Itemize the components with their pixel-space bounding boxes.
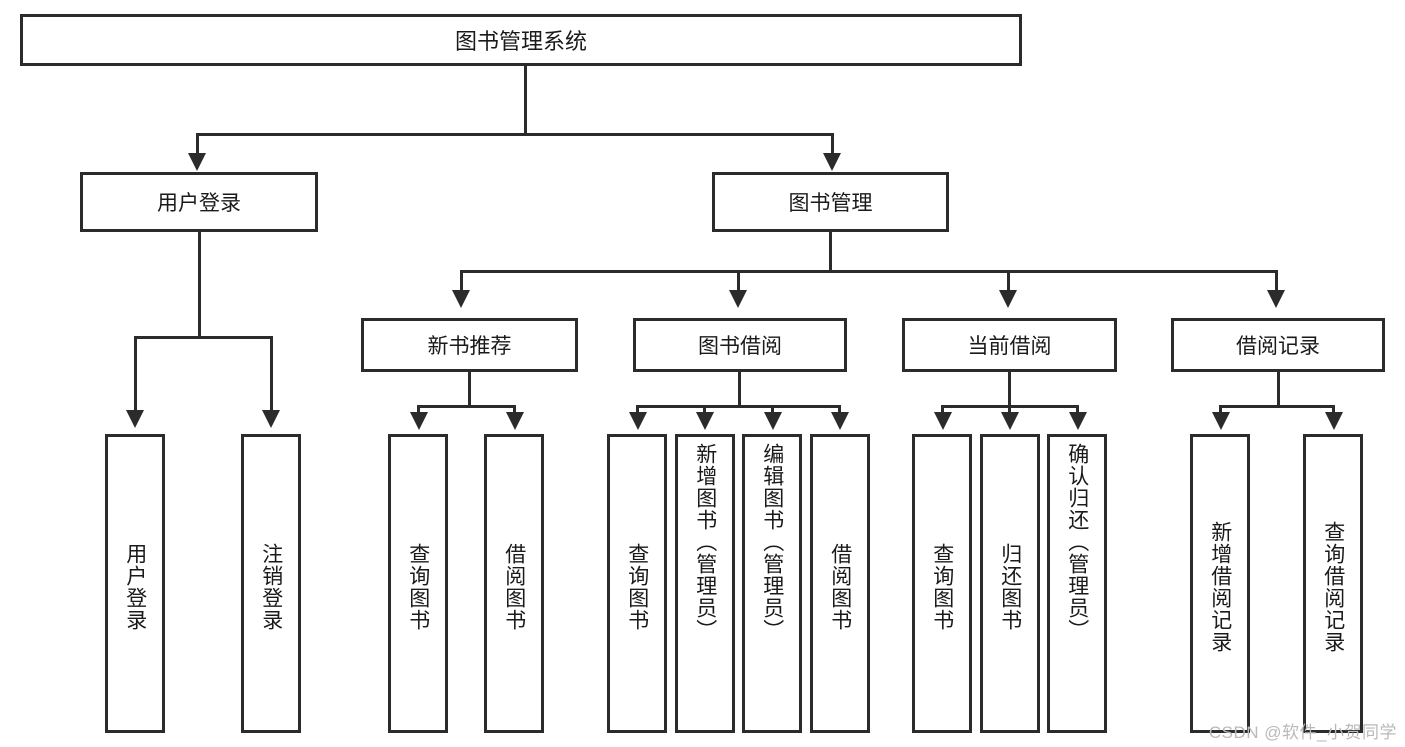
leaf-label: 新增图书（管理员） <box>693 443 717 641</box>
connector-current-borrow-stem <box>1008 372 1011 405</box>
leaf-query-book-borrow[interactable]: 查询图书 <box>607 434 667 733</box>
connector-bb-to-leaf-4 <box>838 405 841 414</box>
node-label: 新书推荐 <box>427 335 512 358</box>
arrowhead-bm-to-current-borrow <box>999 290 1017 308</box>
connector-bm-to-current-borrow <box>1007 270 1010 292</box>
arrowhead-br-to-leaf-1 <box>1212 412 1230 430</box>
node-label: 当前借阅 <box>967 335 1052 358</box>
connector-user-login-to-leaf-1 <box>134 336 137 412</box>
connector-book-management-stem <box>829 232 832 272</box>
arrowhead-bm-to-book-borrow <box>729 290 747 308</box>
connector-cb-to-leaf-3 <box>1076 405 1079 414</box>
leaf-label: 用户登录 <box>123 542 147 631</box>
arrowhead-nb-to-leaf-1 <box>410 412 428 430</box>
leaf-query-book-new[interactable]: 查询图书 <box>388 434 448 733</box>
leaf-label: 查询图书 <box>625 542 649 631</box>
connector-bm-to-new-book <box>460 270 463 292</box>
leaf-confirm-return-admin[interactable]: 确认归还（管理员） <box>1047 434 1107 733</box>
connector-br-to-leaf-1 <box>1219 405 1222 414</box>
connector-bb-to-leaf-1 <box>636 405 639 414</box>
connector-root-bus <box>196 133 834 136</box>
arrowhead-bm-to-new-book <box>452 290 470 308</box>
arrowhead-cb-to-leaf-1 <box>934 412 952 430</box>
connector-bm-to-borrow-record <box>1275 270 1278 292</box>
leaf-query-borrow-record[interactable]: 查询借阅记录 <box>1303 434 1363 733</box>
node-root-book-management-system[interactable]: 图书管理系统 <box>20 14 1022 66</box>
node-label: 图书管理系统 <box>454 29 587 54</box>
connector-br-to-leaf-2 <box>1332 405 1335 414</box>
connector-book-borrow-bus <box>636 405 840 408</box>
node-label: 借阅记录 <box>1236 335 1320 358</box>
connector-new-book-bus <box>417 405 516 408</box>
connector-book-management-bus <box>460 270 1278 273</box>
arrowhead-root-to-user-login <box>188 153 206 171</box>
leaf-label: 归还图书 <box>998 542 1022 631</box>
connector-nb-to-leaf-2 <box>513 405 516 414</box>
connector-user-login-stem <box>198 232 201 336</box>
connector-nb-to-leaf-1 <box>417 405 420 414</box>
node-label: 图书管理 <box>788 192 873 215</box>
leaf-borrow-book-new[interactable]: 借阅图书 <box>484 434 544 733</box>
leaf-label: 注销登录 <box>259 542 283 631</box>
leaf-user-login[interactable]: 用户登录 <box>105 434 165 733</box>
leaf-label: 借阅图书 <box>828 542 852 631</box>
connector-user-login-bus <box>134 336 273 339</box>
arrowhead-cb-to-leaf-2 <box>1001 412 1019 430</box>
leaf-label: 确认归还（管理员） <box>1065 443 1089 641</box>
leaf-add-borrow-record[interactable]: 新增借阅记录 <box>1190 434 1250 733</box>
node-borrow-record[interactable]: 借阅记录 <box>1171 318 1385 372</box>
leaf-edit-book-admin[interactable]: 编辑图书（管理员） <box>742 434 802 733</box>
leaf-add-book-admin[interactable]: 新增图书（管理员） <box>675 434 735 733</box>
leaf-return-book[interactable]: 归还图书 <box>980 434 1040 733</box>
leaf-label: 借阅图书 <box>502 542 526 631</box>
leaf-label: 新增借阅记录 <box>1208 520 1232 653</box>
arrowhead-bm-to-borrow-record <box>1267 290 1285 308</box>
arrowhead-bb-to-leaf-3 <box>764 412 782 430</box>
connector-cb-to-leaf-1 <box>941 405 944 414</box>
leaf-label: 编辑图书（管理员） <box>760 443 784 641</box>
leaf-borrow-book[interactable]: 借阅图书 <box>810 434 870 733</box>
connector-new-book-stem <box>468 372 471 405</box>
arrowhead-br-to-leaf-2 <box>1325 412 1343 430</box>
connector-borrow-record-stem <box>1277 372 1280 405</box>
arrowhead-cb-to-leaf-3 <box>1069 412 1087 430</box>
node-book-borrow[interactable]: 图书借阅 <box>633 318 847 372</box>
arrowhead-user-login-to-leaf-1 <box>126 410 144 428</box>
arrowhead-root-to-book-management <box>823 153 841 171</box>
leaf-query-book-current[interactable]: 查询图书 <box>912 434 972 733</box>
connector-bb-to-leaf-2 <box>703 405 706 414</box>
arrowhead-user-login-to-leaf-2 <box>262 410 280 428</box>
leaf-label: 查询图书 <box>406 542 430 631</box>
node-label: 图书借阅 <box>698 335 782 358</box>
connector-bm-to-book-borrow <box>737 270 740 292</box>
connector-book-borrow-stem <box>738 372 741 405</box>
arrowhead-bb-to-leaf-2 <box>696 412 714 430</box>
connector-cb-to-leaf-2 <box>1008 405 1011 414</box>
csdn-watermark: CSDN @软件_小贺同学 <box>1208 723 1397 742</box>
node-current-borrow[interactable]: 当前借阅 <box>902 318 1117 372</box>
node-user-login[interactable]: 用户登录 <box>80 172 318 232</box>
leaf-logout[interactable]: 注销登录 <box>241 434 301 733</box>
connector-root-to-book-management <box>831 133 834 155</box>
arrowhead-bb-to-leaf-1 <box>629 412 647 430</box>
leaf-label: 查询借阅记录 <box>1321 520 1345 653</box>
node-book-management[interactable]: 图书管理 <box>712 172 949 232</box>
arrowhead-bb-to-leaf-4 <box>831 412 849 430</box>
connector-bb-to-leaf-3 <box>771 405 774 414</box>
connector-root-to-user-login <box>196 133 199 155</box>
arrowhead-nb-to-leaf-2 <box>506 412 524 430</box>
connector-root-stem <box>524 66 527 133</box>
leaf-label: 查询图书 <box>930 542 954 631</box>
connector-user-login-to-leaf-2 <box>270 336 273 412</box>
node-label: 用户登录 <box>157 192 241 215</box>
connector-borrow-record-bus <box>1219 405 1335 408</box>
node-new-book-recommend[interactable]: 新书推荐 <box>361 318 578 372</box>
